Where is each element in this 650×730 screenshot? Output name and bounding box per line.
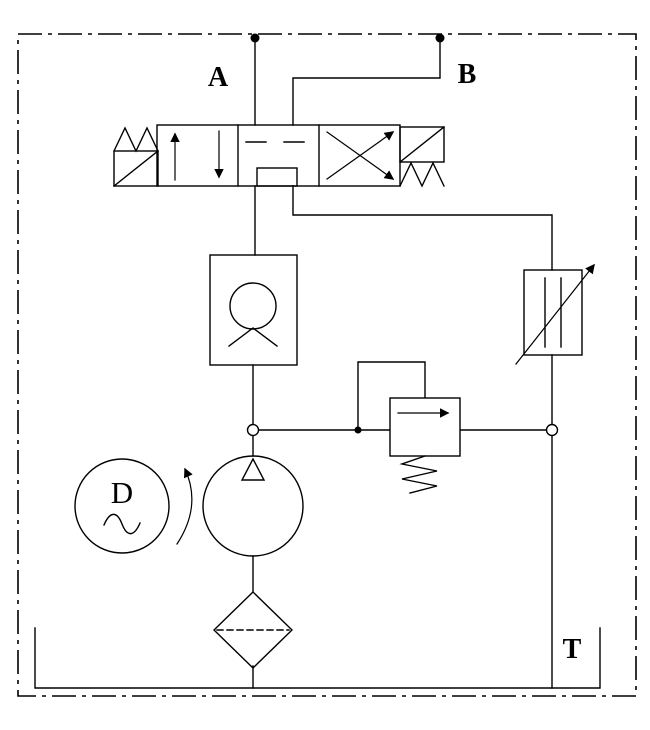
- pump-outlet-junction: [246, 423, 260, 437]
- junction-points: [246, 33, 559, 437]
- suction-filter-icon: [212, 591, 294, 669]
- tank-port-label: T: [563, 634, 582, 665]
- check-valve-icon: [209, 254, 298, 366]
- sine-wave-icon: [103, 513, 141, 535]
- return-line-junction: [545, 423, 559, 437]
- flow-control-valve-icon: [515, 263, 595, 365]
- valve-solenoid-left-icon: [113, 150, 159, 187]
- valve-spring-left-icon: [113, 126, 159, 153]
- pilot-tee-dot: [354, 426, 362, 434]
- reservoir-tank-icon: [34, 627, 601, 689]
- pipes: [252, 37, 553, 689]
- port-b-terminal-dot: [435, 33, 445, 43]
- port-a-terminal-dot: [250, 33, 260, 43]
- solenoid-directional-valve-icon: [113, 124, 445, 188]
- port-b-label: B: [458, 59, 477, 90]
- port-a-label: A: [208, 62, 229, 93]
- hydraulic-pump-icon: [202, 455, 304, 557]
- enclosure-boundary: [17, 33, 637, 697]
- valve-solenoid-right-icon: [399, 126, 445, 163]
- valve-spring-right-icon: [399, 161, 445, 188]
- rotation-arrow-icon: [176, 467, 193, 545]
- motor-letter: D: [111, 475, 133, 510]
- electric-motor-icon: D: [74, 458, 170, 554]
- relief-valve-spring-icon: [399, 455, 438, 494]
- relief-valve-icon: [389, 397, 461, 494]
